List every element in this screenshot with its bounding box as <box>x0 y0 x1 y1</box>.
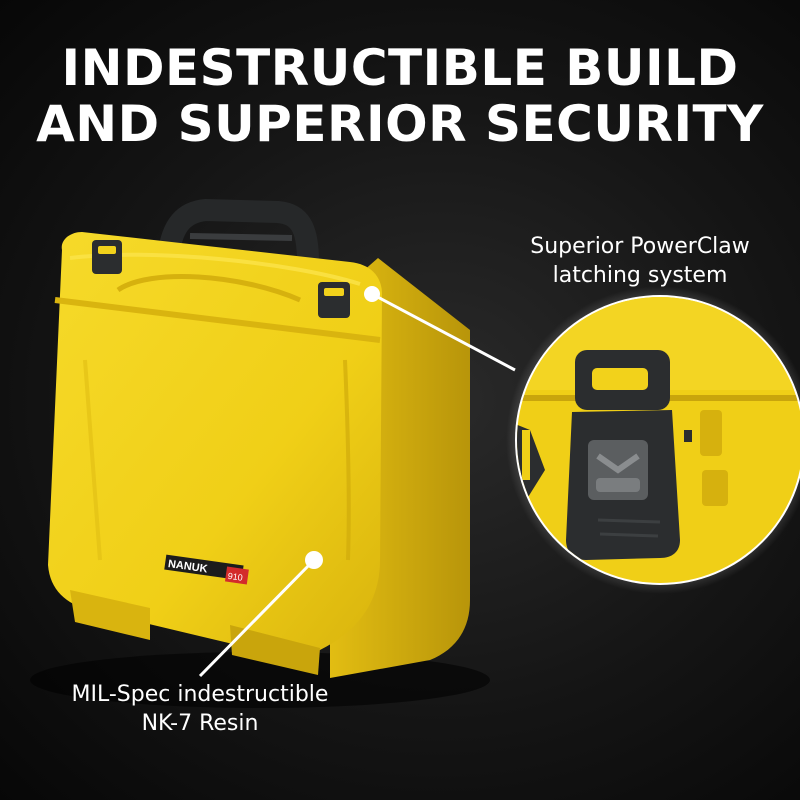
case-body <box>48 232 382 675</box>
headline-line-2: AND SUPERIOR SECURITY <box>36 95 764 153</box>
resin-callout: MIL-Spec indestructible NK-7 Resin <box>30 680 370 738</box>
resin-callout-line-1: MIL-Spec indestructible <box>71 682 329 707</box>
case-handle <box>157 198 319 273</box>
latch-callout: Superior PowerClaw latching system <box>470 232 800 290</box>
latch-callout-line-1: Superior PowerClaw <box>530 234 750 259</box>
case-latch-left <box>92 240 122 274</box>
headline-line-1: INDESTRUCTIBLE BUILD <box>61 39 739 97</box>
headline: INDESTRUCTIBLE BUILD AND SUPERIOR SECURI… <box>0 40 800 152</box>
latch-zoom-lens <box>506 286 800 594</box>
resin-marker-dot <box>305 551 323 569</box>
case-latch-right <box>318 282 350 318</box>
latch-callout-line-2: latching system <box>552 263 728 288</box>
callout-pointers <box>198 286 516 678</box>
latch-marker-dot <box>364 286 380 302</box>
resin-callout-line-2: NK-7 Resin <box>141 711 259 736</box>
